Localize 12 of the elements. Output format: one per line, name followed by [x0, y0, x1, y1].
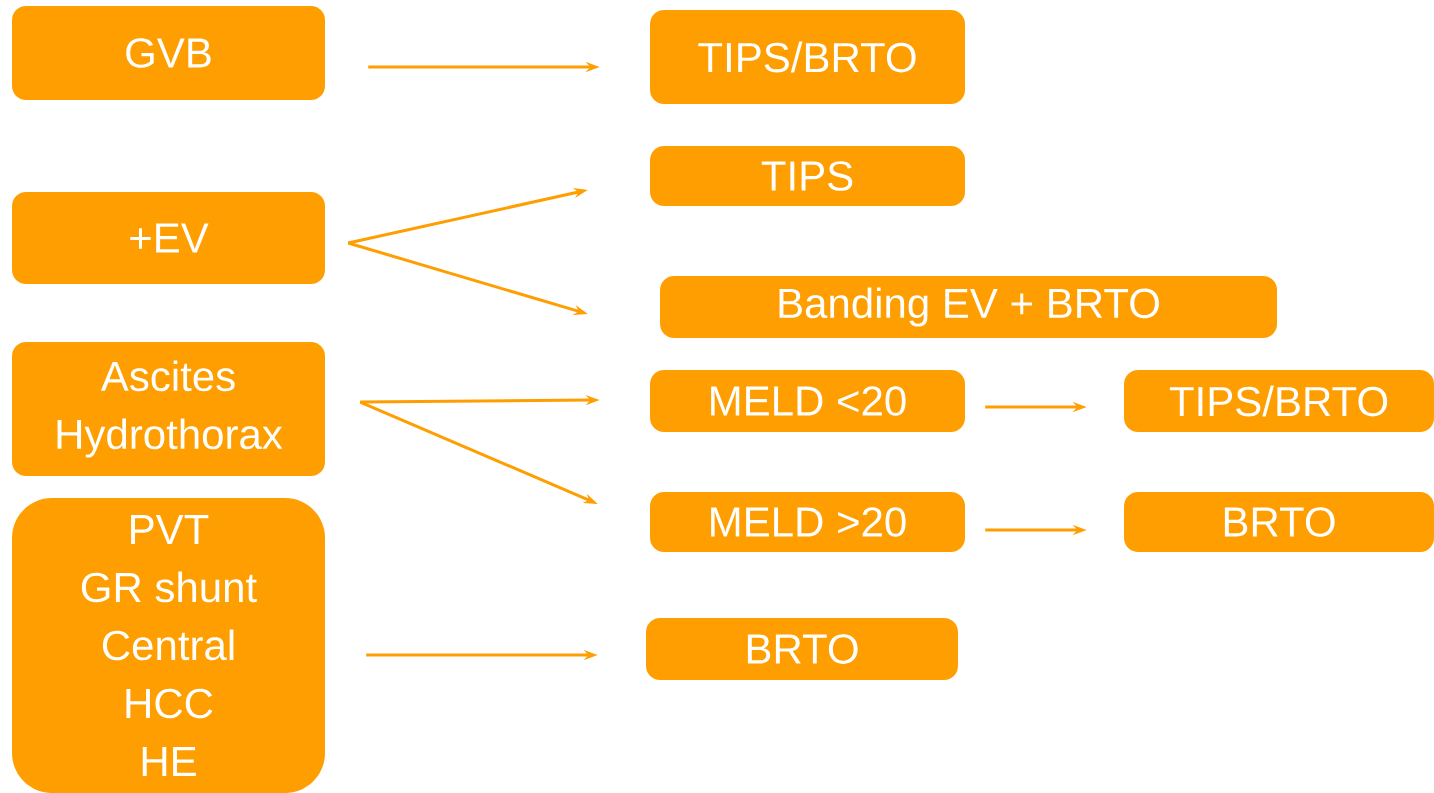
process-box: MELD >20: [650, 492, 965, 552]
process-box: GVB: [12, 6, 325, 100]
process-box: TIPS: [650, 146, 965, 206]
process-box: BRTO: [1124, 492, 1434, 552]
process-box: TIPS/BRTO: [650, 10, 965, 104]
process-box: Banding EV + BRTO: [660, 276, 1277, 338]
process-box: MELD <20: [650, 370, 965, 432]
process-box: +EV: [12, 192, 325, 284]
process-box: Ascites Hydrothorax: [12, 342, 325, 476]
process-box: TIPS/BRTO: [1124, 370, 1434, 432]
process-box: PVT GR shunt Central HCC HE: [12, 498, 325, 793]
process-box: BRTO: [646, 618, 958, 680]
